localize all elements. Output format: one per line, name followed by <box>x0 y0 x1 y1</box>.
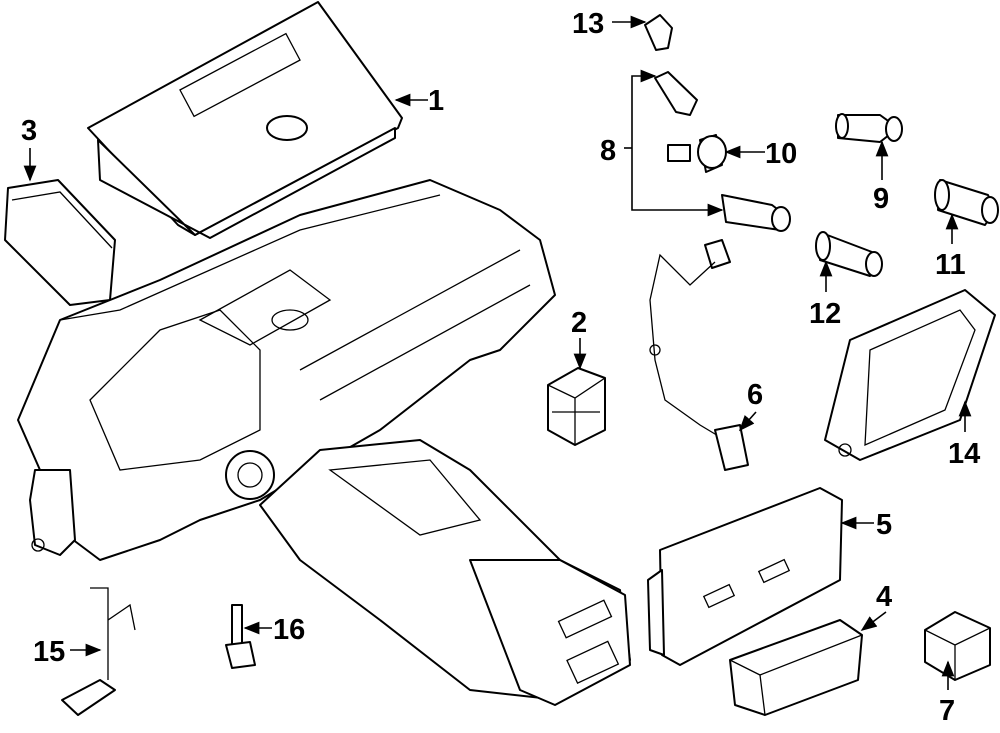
part-8-assembly <box>654 71 791 232</box>
left-bracket <box>29 469 76 556</box>
callout-4: 4 <box>876 581 892 613</box>
callout-8: 8 <box>600 135 616 167</box>
part-3-switch-module <box>4 179 116 306</box>
callout-3: 3 <box>21 115 37 147</box>
part-2-switch <box>547 367 606 446</box>
part-14-control-module <box>824 289 996 461</box>
part-4-switch-module <box>729 619 863 716</box>
callout-11: 11 <box>935 249 966 281</box>
callout-13: 13 <box>572 8 604 40</box>
callout-10: 10 <box>765 138 797 170</box>
callout-6: 6 <box>747 379 763 411</box>
callout-14: 14 <box>948 438 980 470</box>
callout-5: 5 <box>876 509 892 541</box>
callout-15: 15 <box>33 636 65 668</box>
part-9-switch <box>835 113 903 143</box>
instrument-panel <box>17 179 556 561</box>
leader-lines <box>23 15 972 690</box>
part-15-sensor <box>61 587 136 716</box>
floor-console <box>259 439 631 706</box>
callout-16: 16 <box>273 614 305 646</box>
callout-12: 12 <box>809 298 841 330</box>
part-6-wire-harness <box>649 239 749 471</box>
part-11-switch <box>934 179 999 226</box>
callout-2: 2 <box>571 307 587 339</box>
callout-9: 9 <box>873 183 889 215</box>
part-7-switch <box>924 611 991 681</box>
part-5-climate-panel <box>647 487 843 666</box>
part-12-switch <box>815 231 883 277</box>
callout-1: 1 <box>428 85 444 117</box>
part-1-radio-control-panel <box>87 1 403 239</box>
part-16-sensor <box>225 604 256 669</box>
part-13-bulb <box>644 14 673 51</box>
callout-7: 7 <box>939 695 955 727</box>
